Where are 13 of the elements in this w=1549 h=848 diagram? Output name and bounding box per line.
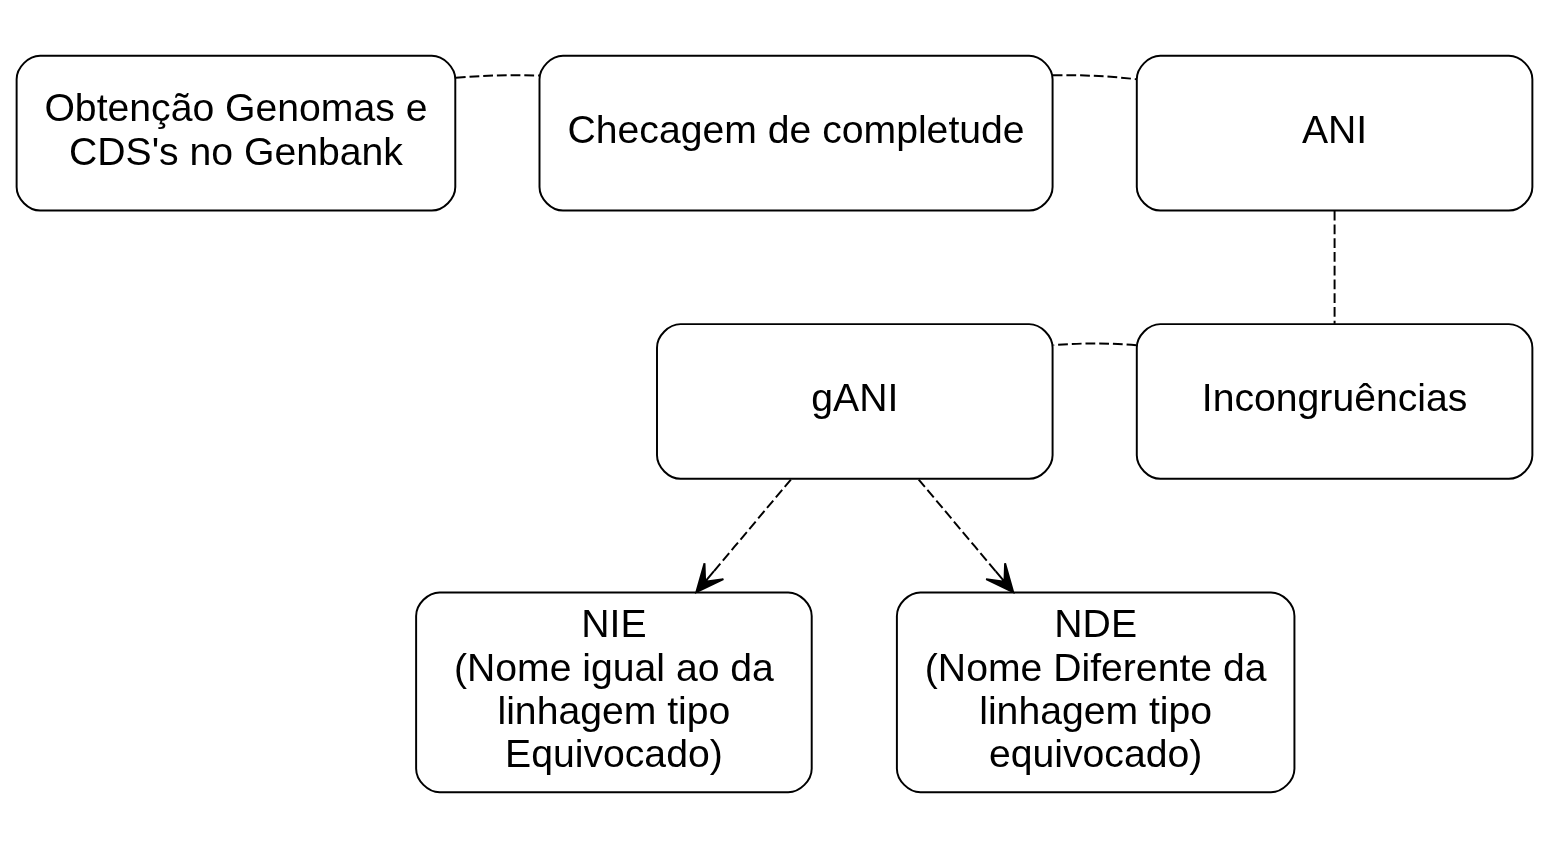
- connector: [1333, 209, 1336, 325]
- connector: [454, 74, 540, 79]
- node-box: NDE (Nome Diferente da linhagem tipo equivocado): [895, 591, 1296, 794]
- node-box: Incongruências: [1135, 323, 1534, 480]
- arrow: [917, 478, 1015, 594]
- arrow: [695, 478, 792, 594]
- node-box: ANI: [1135, 54, 1534, 212]
- connector: [1052, 342, 1138, 347]
- node-box: Obtenção Genomas e CDS's no Genbank: [15, 54, 457, 212]
- node-box: gANI: [656, 323, 1054, 480]
- node-box: NIE (Nome igual ao da linhagem tipo Equivocado): [415, 591, 813, 794]
- connector: [1051, 74, 1138, 81]
- node-box: Checagem de completude: [538, 54, 1054, 212]
